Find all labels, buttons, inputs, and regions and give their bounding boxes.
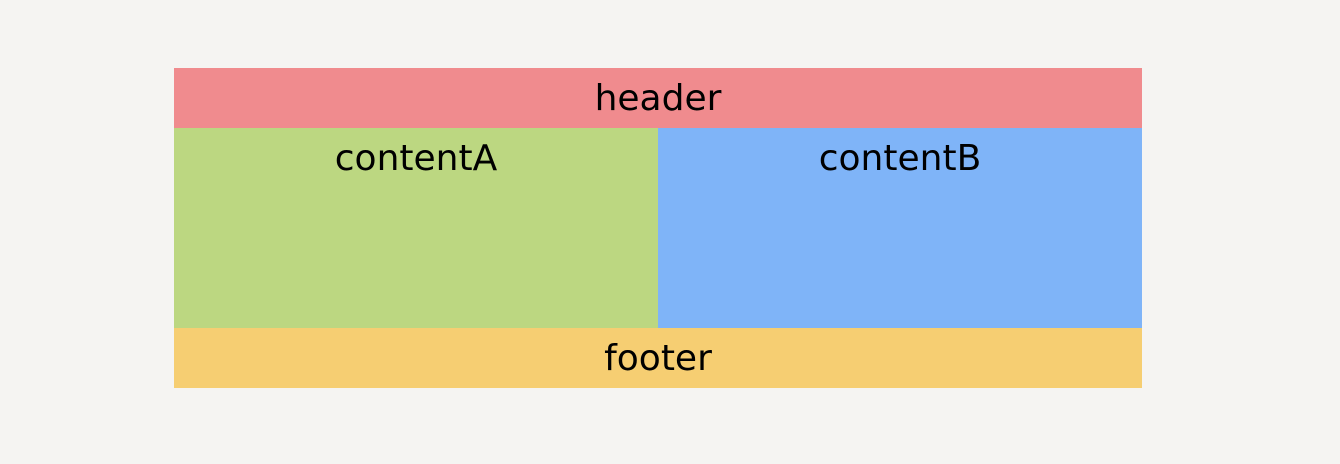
header-region: header [174,68,1142,128]
content-b-label: contentB [818,138,982,179]
content-b-region: contentB [658,128,1142,328]
header-label: header [594,78,722,119]
content-a-label: contentA [334,138,498,179]
grid-layout-diagram: header contentA contentB footer [174,68,1142,388]
content-a-region: contentA [174,128,658,328]
footer-label: footer [604,338,712,379]
footer-region: footer [174,328,1142,388]
